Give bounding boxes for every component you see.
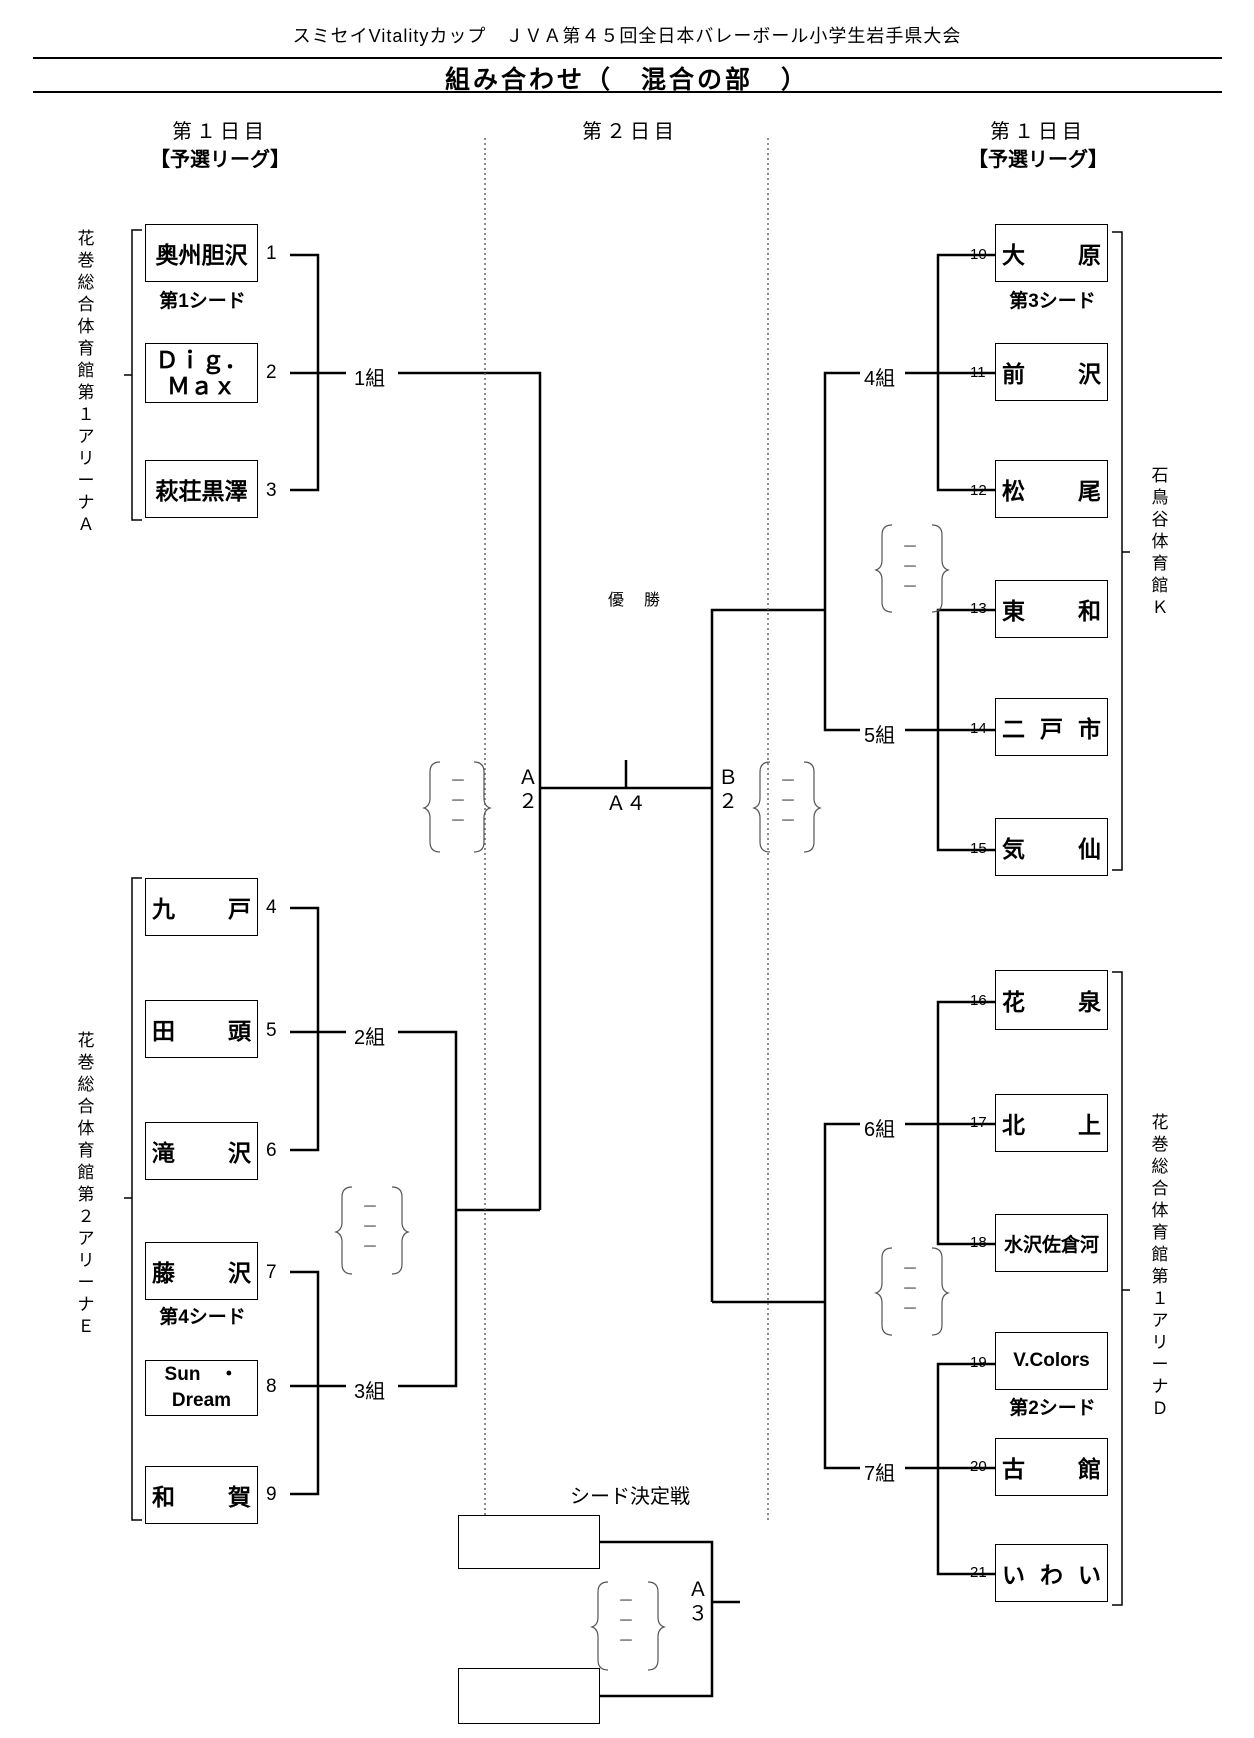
team-number: 16	[970, 992, 987, 1009]
seed-label: 第1シード	[159, 291, 246, 312]
team-box: 奥州胆沢	[145, 224, 258, 282]
score-placeholder: －－－	[902, 1261, 919, 1318]
team-box: 気仙	[995, 818, 1108, 876]
team-number: 8	[266, 1376, 277, 1397]
score-placeholder: －－－	[450, 773, 467, 830]
team-box: 花泉	[995, 970, 1108, 1030]
group-label-3: 3組	[352, 1375, 388, 1404]
group-label-7: 7組	[862, 1457, 898, 1486]
team-box: 東和	[995, 580, 1108, 638]
team-box: 北上	[995, 1094, 1108, 1152]
team-number: 1	[266, 243, 277, 264]
group-label-6: 6組	[862, 1113, 898, 1142]
team-number: 9	[266, 1484, 277, 1505]
team-box: 二戸市	[995, 698, 1108, 756]
team-number: 17	[970, 1114, 987, 1131]
team-number: 3	[266, 480, 277, 501]
team-number: 11	[970, 364, 986, 381]
team-number: 20	[970, 1458, 987, 1475]
match-label-a2: Ａ ２	[518, 767, 538, 813]
seed-decision-slot-2	[458, 1668, 600, 1724]
score-placeholder: －－－	[362, 1199, 379, 1256]
group-label-2: 2組	[352, 1021, 388, 1050]
team-box: 古館	[995, 1438, 1108, 1496]
team-box: 前沢	[995, 343, 1108, 401]
team-number: 19	[970, 1354, 987, 1371]
seed-decision-slot-1	[458, 1515, 600, 1569]
team-box: Ｄｉｇ．Ｍａｘ	[145, 343, 258, 403]
venue-right-top: 石 鳥 谷 体 育 館 Ｋ	[1151, 466, 1169, 617]
day-label-left: 第１日目	[172, 121, 268, 143]
team-number: 6	[266, 1140, 277, 1161]
event-title: スミセイVitalityカップ ＪＶＡ第４５回全日本バレーボール小学生岩手県大会	[292, 26, 962, 46]
venue-left-bottom: 花 巻 総 合 体 育 館 第 ２ ア リ ー ナ Ｅ	[77, 1031, 95, 1336]
team-number: 21	[970, 1564, 987, 1581]
team-box: V.Colors	[995, 1332, 1108, 1390]
team-box: 松尾	[995, 460, 1108, 518]
team-number: 7	[266, 1262, 277, 1283]
league-label-right: 【予選リーグ】	[968, 149, 1108, 171]
venue-left-top: 花 巻 総 合 体 育 館 第 １ ア リ ー ナ Ａ	[77, 229, 95, 534]
group-label-4: 4組	[862, 362, 898, 391]
team-number: 14	[970, 720, 987, 737]
team-box: 滝沢	[145, 1122, 258, 1180]
day-label-center: 第２日目	[582, 121, 678, 143]
league-label-left: 【予選リーグ】	[150, 149, 290, 171]
team-box: 和賀	[145, 1466, 258, 1524]
team-box: 藤沢	[145, 1242, 258, 1300]
score-placeholder: －－－	[780, 773, 797, 830]
team-number: 5	[266, 1020, 277, 1041]
team-box: いわい	[995, 1544, 1108, 1602]
seed-label: 第4シード	[159, 1307, 246, 1328]
championship-label: 優 勝	[607, 592, 662, 609]
team-box: Sun ・Dream	[145, 1360, 258, 1416]
group-label-5: 5組	[862, 719, 898, 748]
group-label-1: 1組	[352, 362, 388, 391]
team-number: 15	[970, 840, 987, 857]
seed-decision-label: シード決定戦	[570, 1486, 690, 1508]
team-number: 13	[970, 600, 987, 617]
team-number: 18	[970, 1234, 987, 1251]
team-box: 大原	[995, 224, 1108, 282]
match-label-b2: Ｂ ２	[718, 767, 738, 813]
team-number: 4	[266, 897, 277, 918]
match-label-a3: Ａ ３	[688, 1579, 708, 1625]
team-box: 水沢佐倉河	[995, 1214, 1108, 1272]
team-box: 萩荘黒澤	[145, 460, 258, 518]
match-label-a4: Ａ４	[606, 793, 646, 815]
team-number: 2	[266, 362, 277, 383]
team-number: 10	[970, 246, 987, 263]
team-box: 田頭	[145, 1000, 258, 1058]
team-number: 12	[970, 482, 987, 499]
bracket-title: 組み合わせ（ 混合の部 ）	[444, 66, 809, 94]
seed-label: 第2シード	[1009, 1398, 1096, 1419]
score-placeholder: －－－	[902, 539, 919, 596]
venue-right-bottom: 花 巻 総 合 体 育 館 第 １ ア リ ー ナ Ｄ	[1151, 1113, 1169, 1418]
team-box: 九戸	[145, 878, 258, 936]
score-placeholder: －－－	[618, 1593, 635, 1650]
day-label-right: 第１日目	[990, 121, 1086, 143]
seed-label: 第3シード	[1009, 291, 1096, 312]
